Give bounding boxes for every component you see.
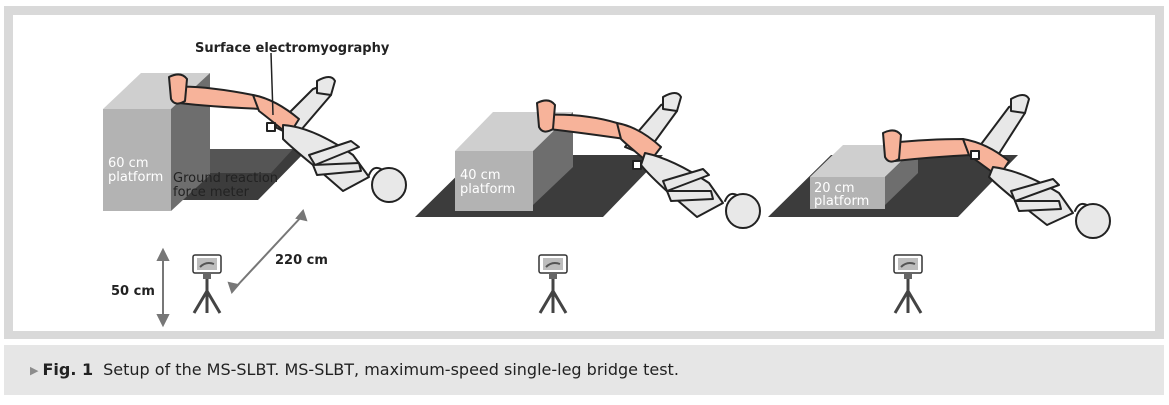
platform-label-line2: platform [460,182,515,197]
head [1075,203,1111,239]
grf-label-line1: Ground reaction [173,171,278,186]
height-label: 50 cm [111,284,155,299]
platform-side [171,73,210,211]
emg-sensor [970,150,980,160]
platform-label-line1: 60 cm [108,156,149,171]
person [882,94,1111,239]
height-arrow [156,247,170,328]
setup-illustration: 60 cm platform Ground reaction force met… [103,41,1111,328]
person [168,73,407,203]
platform-front [810,177,885,209]
figure-panel: 60 cm platform Ground reaction force met… [13,15,1155,331]
raised-foot [882,129,902,163]
arm [662,168,710,192]
distance-label: 220 cm [275,253,328,268]
camera-tripod [191,253,223,315]
raised-foot [536,99,556,133]
grf-label-line2: force meter [173,185,250,200]
emg-pointer [270,52,274,116]
scene-40cm: 40 cm platform [415,92,761,315]
platform-front [103,109,171,211]
platform-label-line1: 40 cm [460,168,501,183]
scene-20cm: 20 cm platform [768,94,1111,315]
emg-label: Surface electromyography [195,41,390,56]
platform-front [455,151,533,211]
caption-text: Setup of the MS-SLBT. MS-SLBT, maximum-s… [103,360,679,379]
camera-tripod [537,253,569,315]
platform-label-line2: platform [814,194,869,209]
arm [308,140,360,166]
emg-sensor [632,160,642,170]
person [536,92,761,229]
camera-tripod [892,253,924,315]
caption-label: Fig. 1 [42,360,94,379]
head [725,193,761,229]
emg-sensor [266,122,276,132]
platform-side [533,112,573,205]
raised-foot [168,73,188,105]
figure-caption: ▶Fig. 1 Setup of the MS-SLBT. MS-SLBT, ma… [4,345,1164,395]
caption-arrow-icon: ▶ [30,364,39,377]
distance-arrow [227,209,308,294]
arm [1010,178,1060,202]
platform-label-line1: 20 cm [814,181,855,196]
head [371,167,407,203]
scene-60cm: 60 cm platform Ground reaction force met… [103,41,407,328]
platform-label-line2: platform [108,170,163,185]
figure-frame: 60 cm platform Ground reaction force met… [4,6,1164,339]
